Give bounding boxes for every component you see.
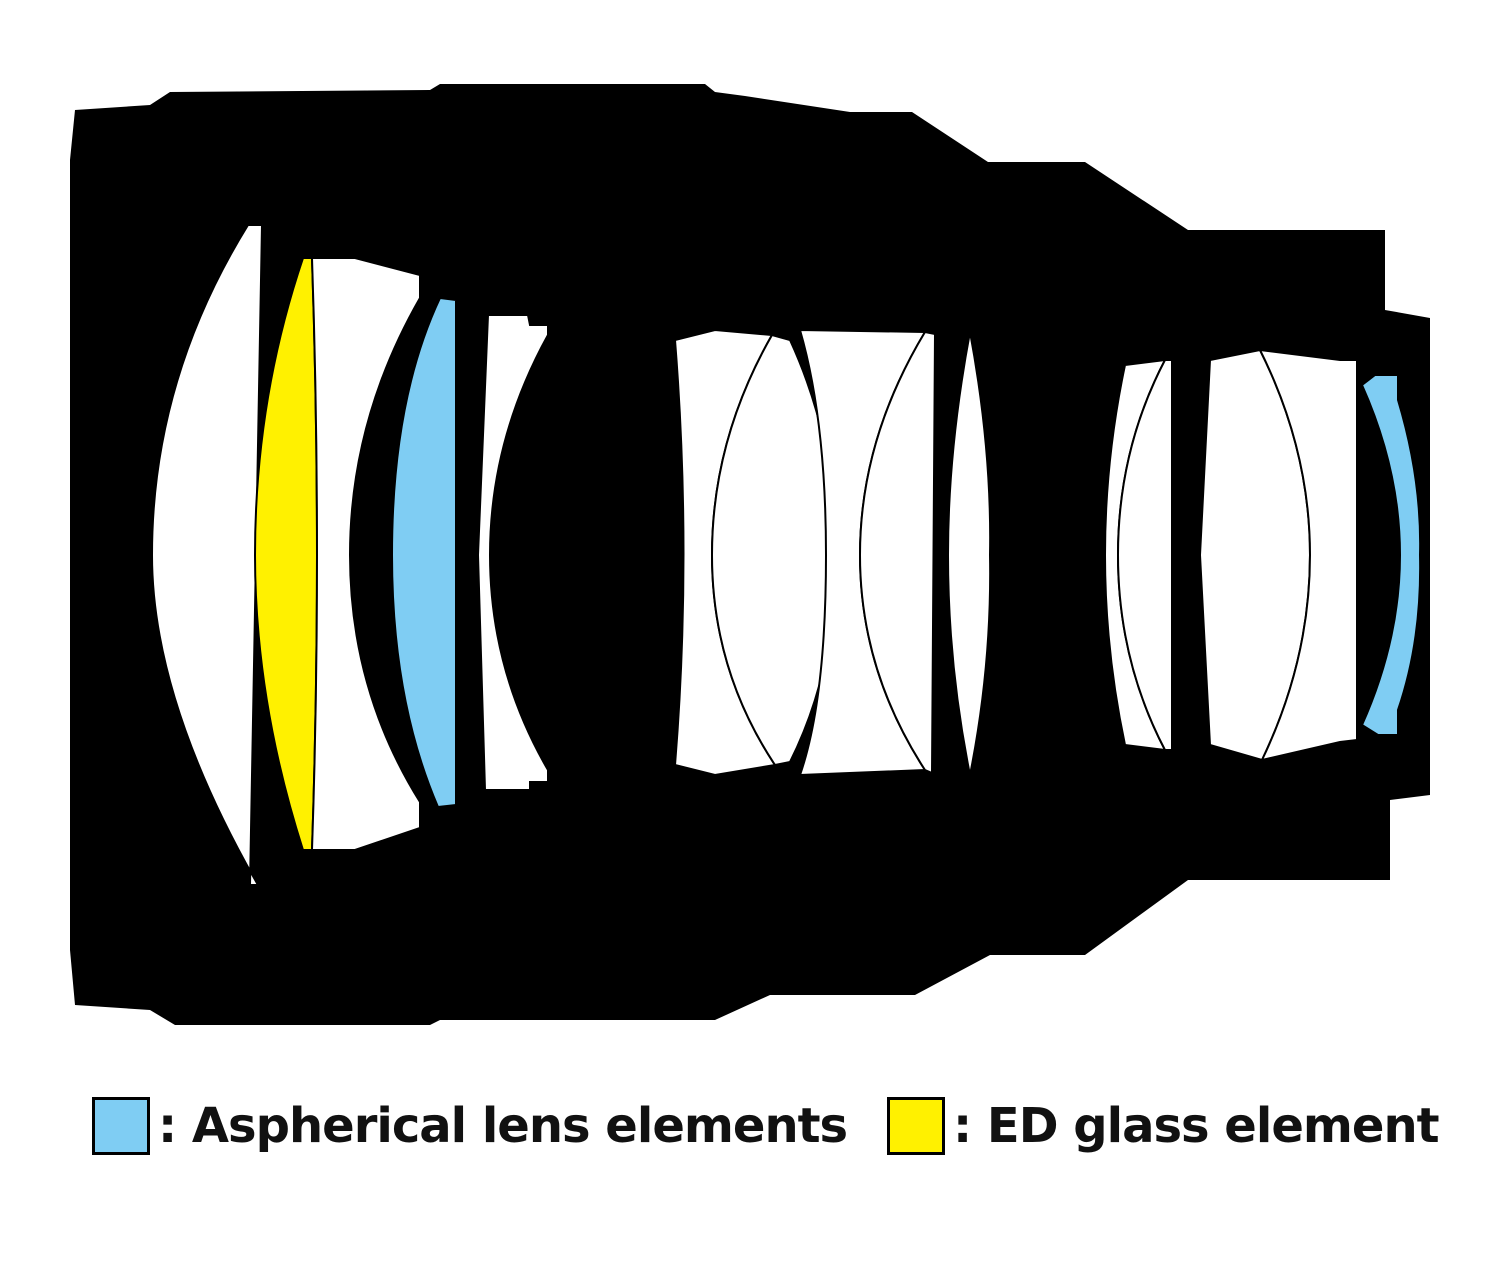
ed-glass-swatch-icon xyxy=(887,1097,945,1155)
legend-aspherical-label: : Aspherical lens elements xyxy=(158,1098,848,1154)
legend-aspherical: : Aspherical lens elements xyxy=(92,1093,848,1159)
lens-cross-section-diagram xyxy=(70,84,1430,1025)
lens-element-9 xyxy=(858,330,937,775)
aspherical-element-front xyxy=(390,296,457,809)
lens-element-5 xyxy=(476,314,549,791)
lens-element-12 xyxy=(1116,359,1173,751)
legend-ed-glass: : ED glass element xyxy=(887,1093,1440,1159)
aspherical-swatch-icon xyxy=(92,1097,150,1155)
lens-element-1 xyxy=(150,224,264,886)
aspherical-element-rear xyxy=(1360,374,1422,736)
lens-element-10 xyxy=(946,331,992,776)
lens-element-14 xyxy=(1258,348,1358,762)
legend-ed-glass-label: : ED glass element xyxy=(953,1098,1440,1154)
lens-element-3 xyxy=(310,257,421,851)
